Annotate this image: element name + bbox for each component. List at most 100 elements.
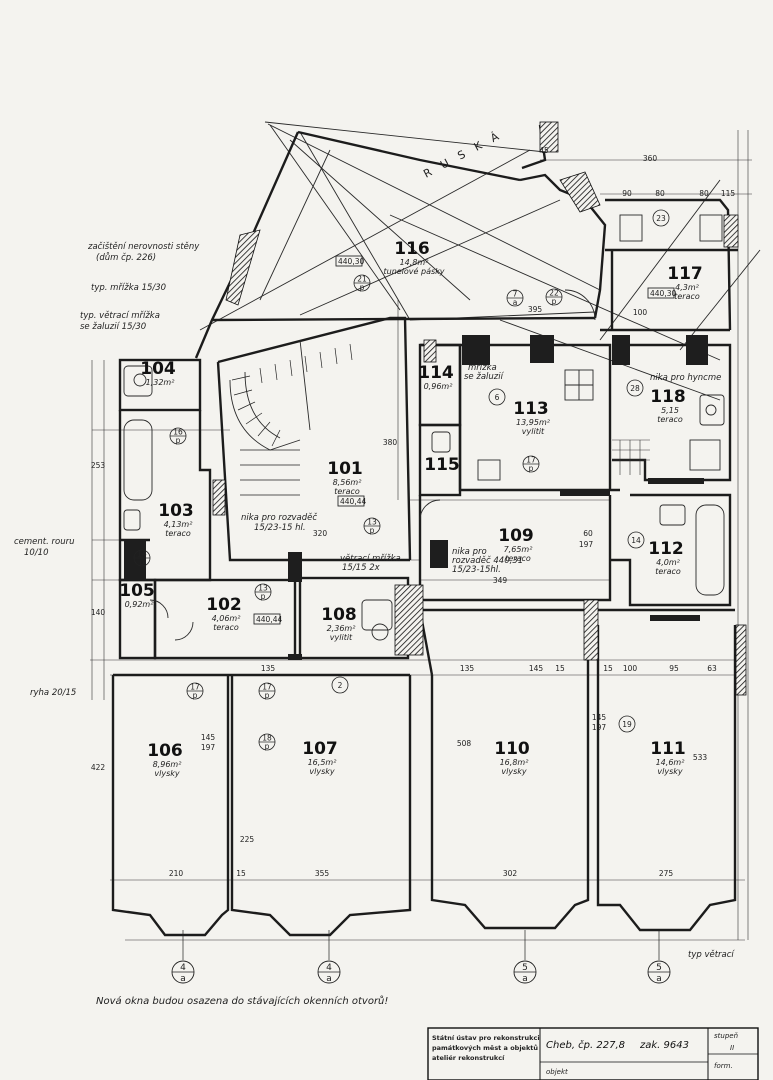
circle-mark-ring: [618, 715, 636, 733]
room-floor-finish: teraco: [674, 292, 700, 301]
circle-mark-ring: [627, 531, 645, 549]
dimension-label: 253: [91, 461, 106, 470]
door-tag-number: 13: [258, 584, 268, 593]
annotation-note: 15/15 2x: [342, 563, 381, 573]
dimension-label: 395: [528, 305, 543, 314]
room-area: 7,65m²: [504, 545, 534, 554]
dimension-label: 15: [603, 664, 613, 673]
annotation-note: (dům čp. 226): [96, 252, 156, 263]
room-number: 102: [206, 595, 242, 615]
door-tag-number: 7: [513, 290, 518, 299]
door-tag-number: 14: [137, 550, 147, 559]
circle-mark: 23: [652, 209, 670, 227]
circle-mark: 28: [626, 379, 644, 397]
circle-mark-text: 28: [630, 384, 640, 393]
dimension-label: 90: [622, 189, 632, 198]
circle-mark-text: 19: [622, 720, 632, 729]
room-number: 115: [424, 455, 460, 475]
construction-lines: [199, 121, 761, 401]
door-tag-type: p: [261, 592, 266, 601]
room-floor-finish: vlysky: [501, 767, 526, 776]
room-floor-finish: teraco: [505, 554, 531, 563]
annotation-note: se žaluzií: [464, 372, 505, 382]
door-tag-type: p: [265, 691, 270, 700]
annotation-note: typ. mřížka 15/30: [91, 283, 166, 293]
dimension-label: 15: [555, 664, 565, 673]
dimension-label: 197: [201, 743, 216, 752]
dimension-label: 225: [240, 835, 255, 844]
title-org-line1: Státní ústav pro rekonstrukci: [432, 1034, 540, 1042]
room-floor-finish: tunelové pásky: [383, 266, 444, 276]
dimension-label: 275: [659, 869, 674, 878]
level-mark: 440,30: [338, 257, 364, 266]
staircase: [229, 339, 353, 496]
door-tag-type: p: [370, 526, 375, 535]
axis-marker: 5a: [513, 930, 537, 984]
circle-mark-text: 6: [495, 393, 500, 402]
circle-mark-text: 23: [656, 214, 666, 223]
room-area: 0,96m²: [424, 382, 454, 391]
room-115: 115: [424, 455, 460, 475]
annotation-note: nika pro hyncme: [650, 373, 721, 383]
stair-treads: [231, 343, 353, 496]
dimension-label: 302: [503, 869, 518, 878]
room-floor-finish: teraco: [655, 567, 681, 576]
circle-mark: 14: [627, 531, 645, 549]
door-tag: 7a: [506, 290, 524, 307]
room-floor-finish: vylitit: [522, 427, 545, 436]
axis-top: 5: [656, 963, 662, 973]
annotation-note: nika pro rozvaděč: [241, 512, 317, 523]
dimension-label: 80: [655, 189, 665, 198]
title-block: Státní ústav pro rekonstrukci památkovýc…: [427, 1027, 759, 1080]
room-area: 1,32m²: [146, 378, 176, 387]
door-tag-number: 17: [262, 683, 272, 692]
door-tag-type: p: [360, 283, 365, 292]
door-tag-number: 17: [526, 456, 536, 465]
room-number: 109: [498, 526, 534, 546]
title-org-line3: ateliér rekonstrukcí: [432, 1054, 505, 1062]
dimension-label: 210: [169, 869, 184, 878]
annotation-note: rozvaděč 440,31: [452, 555, 523, 566]
room-number: 114: [418, 363, 454, 383]
axis-top: 4: [180, 963, 186, 973]
annotation-notes: začištění nerovnosti stěny(dům čp. 226) t…: [14, 241, 735, 960]
room-number: 101: [327, 459, 363, 479]
room-floor-finish: teraco: [334, 487, 360, 496]
axis-bottom: a: [522, 974, 528, 984]
room-number: 105: [119, 581, 155, 601]
room-number: 110: [494, 739, 530, 759]
circle-mark-text: 14: [631, 536, 641, 545]
room-area: 8,96m²: [153, 760, 183, 769]
axis-top: 5: [522, 963, 528, 973]
annotation-note: nika pro: [452, 547, 487, 557]
door-tag: 22p: [545, 289, 563, 306]
dimension-label: 115: [721, 189, 736, 198]
solid-wall-blocks: [124, 335, 708, 660]
room-floor-finish: teraco: [213, 623, 239, 632]
level-mark: 440,44: [256, 615, 282, 624]
annotation-note: typ větrací: [688, 949, 735, 960]
door-tag: 17p: [258, 683, 276, 700]
room-area: 8,56m²: [333, 478, 363, 487]
dimension-label: 508: [457, 739, 472, 748]
hatched-walls: [212, 121, 747, 696]
room-area: 14,8m²: [400, 258, 430, 267]
annotation-note: začištění nerovnosti stěny: [87, 241, 200, 252]
room-floor-finish: vlysky: [154, 769, 179, 778]
door-tag-type: p: [140, 558, 145, 567]
room-number: 118: [650, 387, 686, 407]
room-number: 112: [648, 539, 684, 559]
title-org-line2: památkových měst a objektů: [432, 1043, 538, 1052]
circle-mark: 2: [331, 676, 349, 694]
dimension-label: 380: [383, 438, 398, 447]
dimension-label: 95: [669, 664, 679, 673]
annotation-note: ryha 20/15: [30, 688, 76, 698]
